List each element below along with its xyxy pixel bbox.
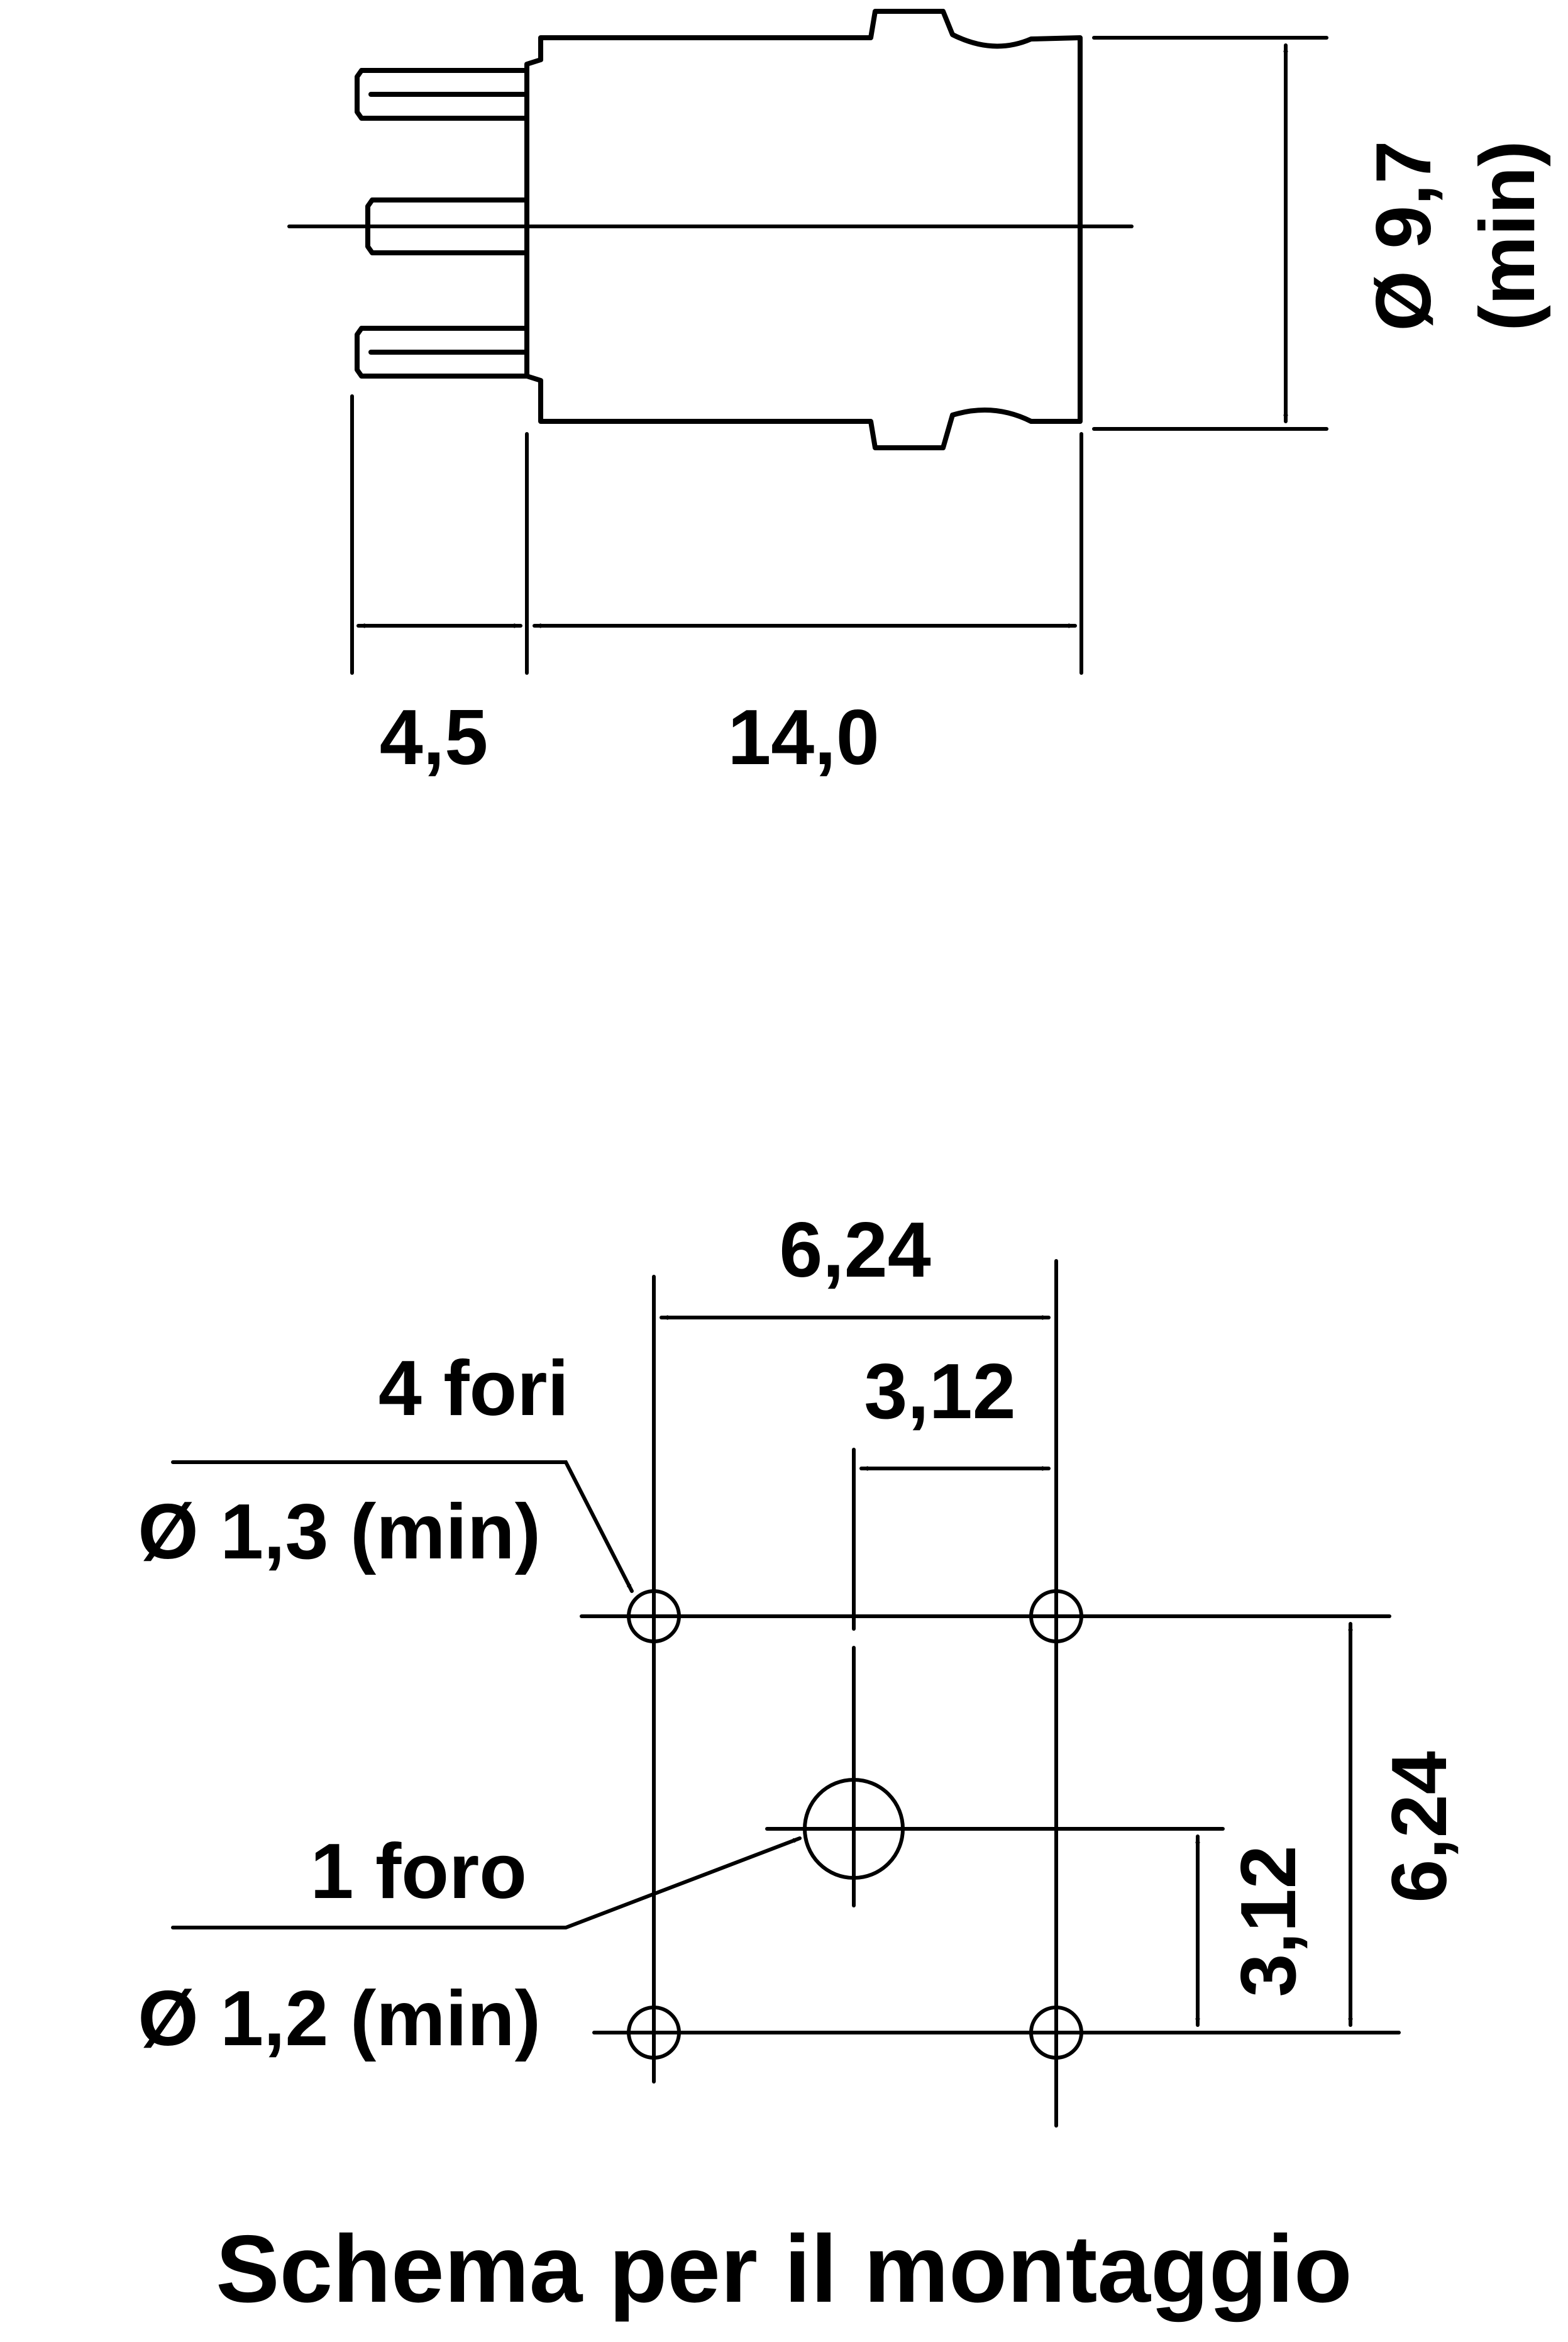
dim-label-diameter-note: (min)	[1464, 140, 1551, 331]
leader-one-hole	[171, 1836, 802, 1929]
dim-label-half-width: 3,12	[864, 1348, 1015, 1435]
hole-top-left	[618, 1580, 690, 1652]
dim-label-pins: 4,5	[380, 694, 488, 781]
dim-label-half-height: 3,12	[1225, 1845, 1312, 1997]
pin-lower	[355, 326, 529, 379]
dim-label-outer-width: 6,24	[779, 1207, 930, 1294]
dim-label-outer-height: 6,24	[1376, 1751, 1463, 1902]
hole-top-right	[1020, 1580, 1092, 1652]
label-one-hole-diameter: Ø 1,2 (min)	[138, 1975, 541, 2062]
label-four-holes: 4 fori	[378, 1345, 569, 1432]
hole-bottom-right	[1020, 1997, 1092, 2068]
hole-center	[786, 1761, 922, 1897]
label-four-holes-diameter: Ø 1,3 (min)	[138, 1489, 541, 1575]
side-view	[287, 9, 1328, 675]
pin-upper	[355, 68, 529, 121]
dim-label-body: 14,0	[727, 694, 879, 781]
mounting-scheme	[171, 1259, 1401, 2128]
hole-bottom-left	[618, 1997, 690, 2068]
label-one-hole: 1 foro	[311, 1828, 527, 1915]
component-body-outline	[524, 9, 1083, 450]
caption: Schema per il montaggio	[216, 2216, 1352, 2323]
dim-label-diameter: Ø 9,7	[1361, 140, 1447, 331]
leader-four-holes	[171, 1460, 634, 1593]
